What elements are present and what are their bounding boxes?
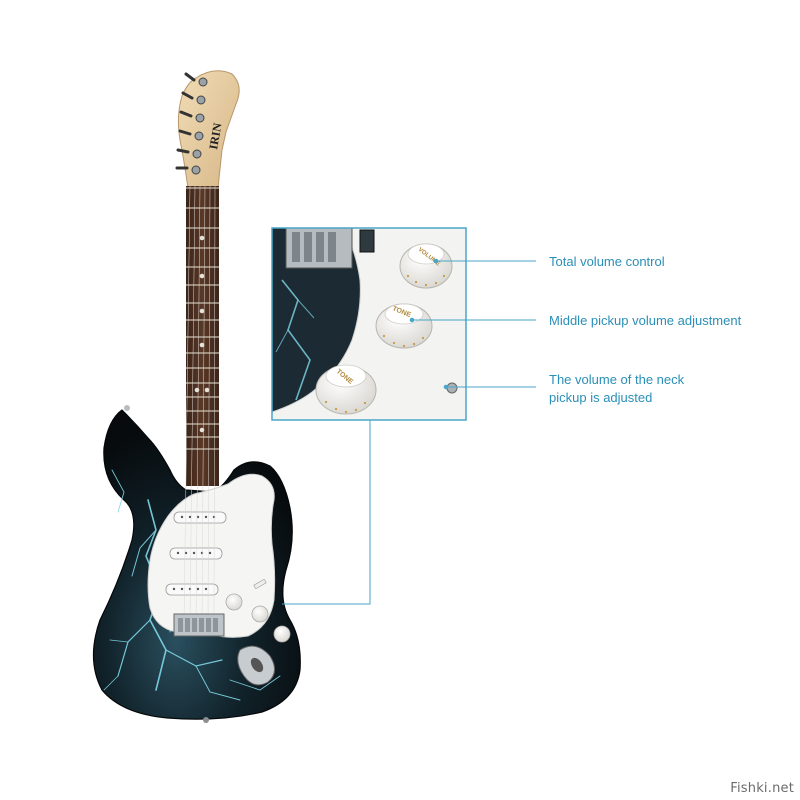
callout-neck-pickup: The volume of the neck pickup is adjuste… <box>549 371 684 407</box>
inset-volume-knob: VOLUME <box>399 243 453 289</box>
inset-tone-knob-neck: TONE <box>315 364 377 415</box>
body-knobs <box>225 593 291 643</box>
headstock: IRIN <box>175 70 240 189</box>
callout-middle-pickup: Middle pickup volume adjustment <box>549 313 742 328</box>
pickups <box>165 511 227 596</box>
callout-neck-pickup-line-1: The volume of the neck <box>549 372 685 387</box>
output-jack <box>237 645 275 686</box>
tuning-pegs <box>191 77 208 175</box>
callout-lines <box>282 258 536 605</box>
neck <box>186 186 219 486</box>
callout-neck-pickup-line-2: pickup is adjusted <box>549 390 653 405</box>
guitar-body <box>92 185 301 723</box>
callout-total-volume: Total volume control <box>549 254 665 269</box>
bridge <box>173 613 225 637</box>
watermark: Fishki.net <box>730 781 794 796</box>
zoom-inset: VOLUME TONE TONE <box>271 227 467 421</box>
inset-tone-knob-middle: TONE <box>375 303 433 349</box>
headstock-brand: IRIN <box>206 121 224 150</box>
